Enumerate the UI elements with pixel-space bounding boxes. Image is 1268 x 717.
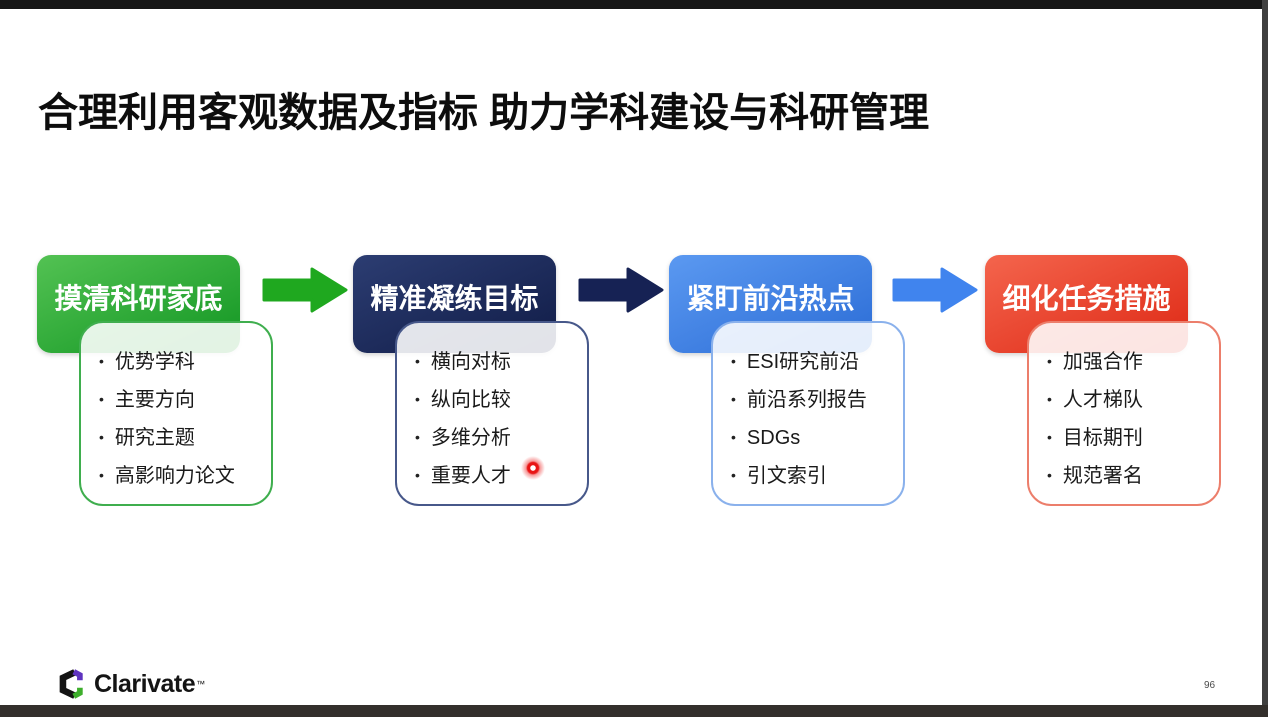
clarivate-logo-icon	[59, 669, 83, 699]
step-panel-2: • 横向对标 • 纵向比较 • 多维分析 • 重要人才	[395, 321, 589, 506]
list-item-label: 人才梯队	[1062, 389, 1143, 411]
bullet-icon: •	[731, 429, 736, 445]
list-item: • 研究主题	[99, 419, 265, 457]
step-panel-3: • ESI研究前沿 • 前沿系列报告 • SDGs • 引文索引	[711, 321, 905, 506]
list-item: • 多维分析	[415, 419, 581, 457]
step-header-1-label: 摸清科研家底	[54, 283, 223, 314]
list-item: • 目标期刊	[1047, 419, 1213, 457]
step-header-4-label: 细化任务措施	[1002, 283, 1171, 314]
bullet-icon: •	[99, 467, 104, 483]
step-4-item-list: • 加强合作 • 人才梯队 • 目标期刊 • 规范署名	[1029, 323, 1219, 495]
step-header-3-label: 紧盯前沿热点	[686, 283, 855, 314]
list-item-label: 引文索引	[746, 465, 827, 487]
list-item-label: 横向对标	[430, 351, 511, 373]
bullet-icon: •	[99, 391, 104, 407]
step-3-item-list: • ESI研究前沿 • 前沿系列报告 • SDGs • 引文索引	[713, 323, 903, 495]
step-header-2-label: 精准凝练目标	[370, 283, 539, 314]
list-item-label: 重要人才	[430, 465, 511, 487]
list-item-label: 目标期刊	[1062, 427, 1143, 449]
bullet-icon: •	[415, 353, 420, 369]
bullet-icon: •	[1047, 391, 1052, 407]
step-panel-4: • 加强合作 • 人才梯队 • 目标期刊 • 规范署名	[1027, 321, 1221, 506]
step-panel-1: • 优势学科 • 主要方向 • 研究主题 • 高影响力论文	[79, 321, 273, 506]
bullet-icon: •	[1047, 429, 1052, 445]
list-item: • 加强合作	[1047, 343, 1213, 381]
list-item: • 高影响力论文	[99, 457, 265, 495]
list-item: • 横向对标	[415, 343, 581, 381]
list-item: • 优势学科	[99, 343, 265, 381]
laser-pointer-dot	[520, 455, 546, 481]
bullet-icon: •	[99, 353, 104, 369]
list-item-label: 优势学科	[114, 351, 195, 373]
list-item-label: 规范署名	[1062, 465, 1143, 487]
list-item: • 引文索引	[731, 457, 897, 495]
step-1-item-list: • 优势学科 • 主要方向 • 研究主题 • 高影响力论文	[81, 323, 271, 495]
bullet-icon: •	[731, 467, 736, 483]
list-item-label: 研究主题	[114, 427, 195, 449]
list-item-label: ESI研究前沿	[746, 351, 860, 373]
window-right-edge	[1262, 0, 1268, 717]
list-item-label: 主要方向	[114, 389, 195, 411]
list-item-label: 多维分析	[430, 427, 511, 449]
trademark-symbol: ™	[196, 679, 206, 689]
brand-name: Clarivate	[94, 669, 196, 698]
bullet-icon: •	[415, 429, 420, 445]
list-item-label: 纵向比较	[430, 389, 511, 411]
bullet-icon: •	[731, 353, 736, 369]
list-item: • 主要方向	[99, 381, 265, 419]
list-item: • 纵向比较	[415, 381, 581, 419]
bullet-icon: •	[731, 391, 736, 407]
window-top-edge	[0, 0, 1268, 9]
list-item: • SDGs	[731, 419, 897, 457]
list-item-label: SDGs	[746, 427, 801, 449]
list-item: • 前沿系列报告	[731, 381, 897, 419]
bullet-icon: •	[1047, 467, 1052, 483]
list-item-label: 高影响力论文	[114, 465, 235, 487]
flow-arrow-icon	[578, 267, 664, 313]
list-item: • 规范署名	[1047, 457, 1213, 495]
list-item-label: 前沿系列报告	[746, 389, 867, 411]
step-header-4: 细化任务措施	[985, 255, 1188, 353]
flow-arrow-icon	[262, 267, 348, 313]
slide-title: 合理利用客观数据及指标 助力学科建设与科研管理	[38, 91, 930, 135]
bullet-icon: •	[1047, 353, 1052, 369]
window-bottom-edge	[0, 705, 1268, 717]
page-number: 96	[1204, 680, 1216, 691]
list-item: • ESI研究前沿	[731, 343, 897, 381]
bullet-icon: •	[415, 391, 420, 407]
list-item-label: 加强合作	[1062, 351, 1143, 373]
list-item: • 重要人才	[415, 457, 581, 495]
bullet-icon: •	[99, 429, 104, 445]
list-item: • 人才梯队	[1047, 381, 1213, 419]
bullet-icon: •	[415, 467, 420, 483]
step-2-item-list: • 横向对标 • 纵向比较 • 多维分析 • 重要人才	[397, 323, 587, 495]
flow-arrow-icon	[892, 267, 978, 313]
